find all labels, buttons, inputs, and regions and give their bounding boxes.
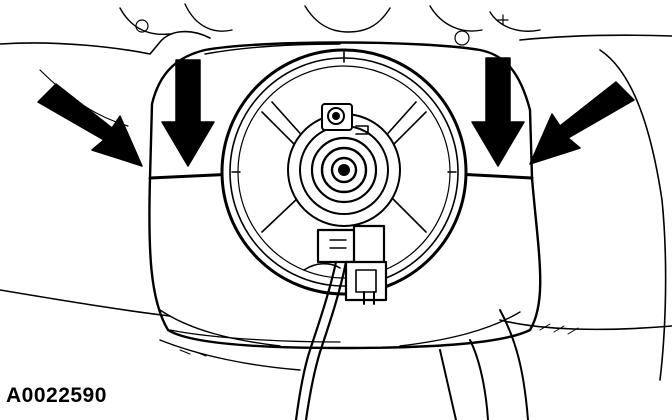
arrow-icon-right-outer bbox=[529, 81, 635, 165]
arrow-icon-right-inner bbox=[471, 57, 525, 167]
lower-column bbox=[0, 289, 672, 420]
figure-reference-code: A0022590 bbox=[6, 384, 107, 407]
electrical-connector bbox=[294, 224, 388, 420]
hatching bbox=[179, 323, 579, 357]
arrow-icon-left-inner bbox=[161, 59, 215, 167]
clockspring-assembly bbox=[220, 48, 468, 296]
arrow-icon-left-outer bbox=[37, 83, 143, 167]
